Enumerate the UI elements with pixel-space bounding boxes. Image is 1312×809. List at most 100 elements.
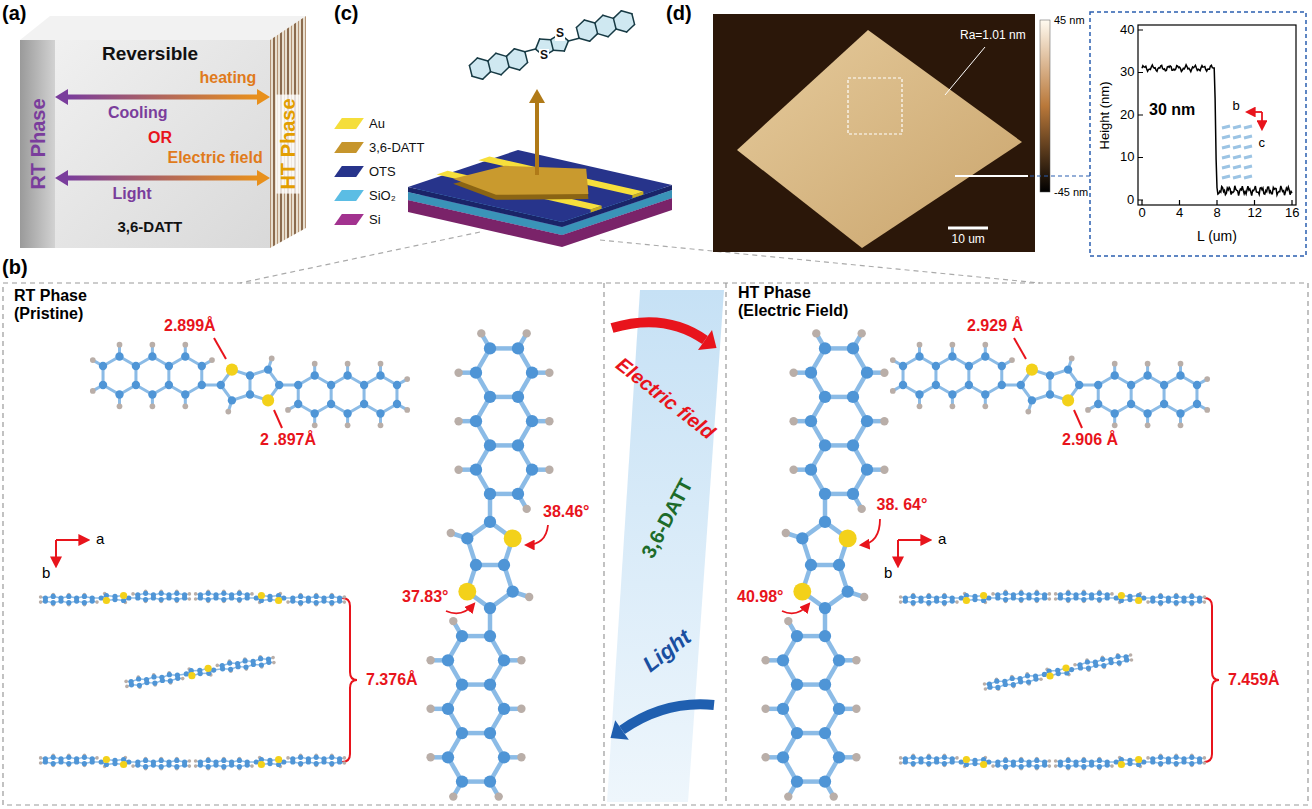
phase-block [20, 16, 306, 248]
atom-ball [1158, 594, 1163, 599]
atom-ball [1048, 597, 1052, 601]
atom-ball [861, 415, 873, 427]
atom-ball [842, 585, 854, 597]
atom-ball [1048, 764, 1052, 768]
atom-ball [151, 592, 156, 597]
atom-ball [1146, 756, 1150, 760]
atom-ball [229, 595, 234, 600]
atom-ball [82, 594, 87, 599]
figure-rect [3, 283, 1308, 805]
figure-line [1247, 111, 1262, 113]
bond-line [632, 14, 635, 25]
bond-line [491, 72, 502, 75]
atom-ball [784, 617, 792, 625]
atom-ball [235, 661, 240, 666]
atom-ball [504, 529, 522, 547]
tick-label: 12 [1248, 206, 1262, 221]
atom-ball [847, 391, 859, 403]
figure-line [214, 338, 226, 359]
phase-name: RT Phase [26, 94, 50, 193]
tick-label: 0 [1127, 193, 1134, 208]
atom-ball [306, 756, 311, 761]
atom-ball [470, 367, 482, 379]
molecule-model [1054, 590, 1206, 607]
atom-ball [66, 755, 71, 760]
atom-ball [1110, 764, 1114, 768]
atom-ball [980, 592, 987, 599]
atom-ball [143, 758, 148, 763]
atom-ball [174, 597, 179, 602]
figure-line [897, 540, 899, 566]
atom-ball [1026, 763, 1031, 768]
atom-ball [456, 630, 468, 642]
atom-ball [442, 751, 454, 763]
atom-ball [449, 792, 457, 800]
transition-arrow [55, 89, 270, 105]
legend-text: 3,6-DATT [369, 141, 424, 156]
tick-label: 10 [1120, 150, 1134, 165]
atom-ball [791, 727, 803, 739]
atom-ball [115, 352, 123, 360]
atom-ball [206, 591, 211, 596]
atom-ball [39, 595, 43, 599]
tick-label: 20 [1120, 108, 1134, 123]
atom-ball [166, 592, 171, 597]
atom-ball [955, 600, 959, 604]
atom-ball [329, 755, 334, 760]
atom-ball [321, 599, 326, 604]
atom-ball [998, 381, 1006, 389]
panel-label: (d) [666, 2, 692, 25]
atom-ball [942, 761, 947, 766]
atom-ball [206, 764, 211, 769]
axis-label: b [884, 564, 892, 581]
atom-ball [917, 403, 923, 409]
atom-ball [777, 654, 789, 666]
axis-label: c [1259, 136, 1266, 151]
atom-ball [484, 488, 496, 500]
atom-ball [117, 342, 123, 348]
atom-ball [1075, 381, 1083, 389]
atom-ball [512, 342, 524, 354]
atom-ball [1174, 755, 1179, 760]
atom-ball [1130, 658, 1134, 662]
atom-ball [194, 764, 198, 768]
atom-ball [213, 759, 218, 764]
atom-ball [298, 600, 303, 605]
atom-ball [194, 592, 198, 596]
atom-ball [833, 703, 845, 715]
atom-ball [174, 764, 179, 769]
figure-path [1142, 65, 1292, 196]
atom-ball [526, 415, 538, 427]
panel-label: (a) [2, 2, 26, 25]
atom-ball [264, 365, 272, 373]
colorbar-label: -45 nm [1054, 186, 1088, 199]
legend-entry: Au [338, 117, 385, 132]
atom-ball [819, 391, 831, 403]
atom-ball [880, 369, 888, 377]
atom-ball [1081, 764, 1086, 769]
atom-ball [345, 361, 351, 367]
atom-ball [209, 357, 215, 363]
atom-ball [132, 381, 140, 389]
atom-ball [159, 591, 164, 596]
atom-ball [1034, 764, 1039, 769]
atom-ball [51, 755, 56, 760]
figure-rect [1138, 25, 1296, 205]
figure-line [55, 540, 57, 566]
bond-line [595, 15, 603, 23]
atom-ball [250, 592, 254, 596]
figure-line [240, 232, 480, 283]
roughness-label: Ra=1.01 nm [960, 29, 1026, 43]
atom-ball [948, 390, 956, 398]
atom-ball [998, 362, 1006, 370]
atom-ball [982, 403, 988, 409]
atom-ball [66, 761, 71, 766]
atom-ball [1094, 400, 1102, 408]
atom-ball [903, 759, 908, 764]
atom-ball [51, 600, 56, 605]
atom-ball [1189, 594, 1194, 599]
atom-ball [847, 342, 859, 354]
atom-ball [290, 756, 295, 761]
figure-path [782, 604, 809, 613]
